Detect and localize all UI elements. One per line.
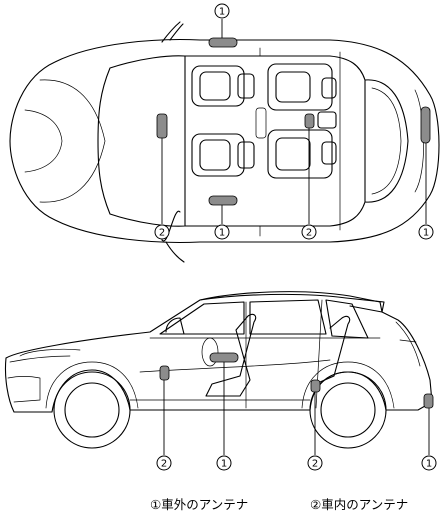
callout-side-exterior-door: 1 xyxy=(216,455,232,471)
legend-exterior: ①車外のアンテナ xyxy=(150,497,248,512)
callout-number: 2 xyxy=(161,459,167,470)
legend: ①車外のアンテナ ②車内のアンテナ xyxy=(150,497,408,512)
legend-exterior-label: 車外のアンテナ xyxy=(161,497,248,512)
antenna-top-front-interior xyxy=(156,113,168,139)
antenna-top-front-roof xyxy=(208,37,238,48)
callout-number: 2 xyxy=(312,459,318,470)
callout-top-exterior-roof: 1 xyxy=(214,3,230,19)
callout-number: 1 xyxy=(219,7,225,18)
antenna-top-rear-bumper xyxy=(420,106,431,144)
callout-number: 2 xyxy=(159,228,165,239)
car-top-view xyxy=(9,21,440,263)
legend-exterior-marker: ① xyxy=(150,497,161,512)
callout-number: 1 xyxy=(221,459,227,470)
antenna-side-door-handle xyxy=(209,352,239,363)
antenna-top-rear-interior xyxy=(304,113,315,129)
antenna-side-rear-interior xyxy=(310,379,321,393)
antenna-side-rear-bumper xyxy=(423,393,434,409)
callout-side-exterior-rear: 1 xyxy=(421,455,437,471)
callout-top-exterior-rear: 1 xyxy=(418,224,434,240)
callout-number: 1 xyxy=(426,459,432,470)
legend-interior: ②車内のアンテナ xyxy=(310,497,408,512)
antenna-top-door-handle xyxy=(208,195,238,206)
callout-top-exterior-door: 1 xyxy=(214,224,230,240)
callout-side-interior-rear: 2 xyxy=(307,455,323,471)
car-side-view xyxy=(4,291,433,449)
callout-top-interior-front: 2 xyxy=(154,224,170,240)
callout-top-interior-rear: 2 xyxy=(301,224,317,240)
callout-number: 1 xyxy=(219,228,225,239)
legend-interior-label: 車内のアンテナ xyxy=(321,497,408,512)
callout-number: 2 xyxy=(306,228,312,239)
callout-number: 1 xyxy=(423,228,429,239)
legend-interior-marker: ② xyxy=(310,497,321,512)
callout-side-interior-front: 2 xyxy=(156,455,172,471)
antenna-side-front-interior xyxy=(159,365,170,381)
